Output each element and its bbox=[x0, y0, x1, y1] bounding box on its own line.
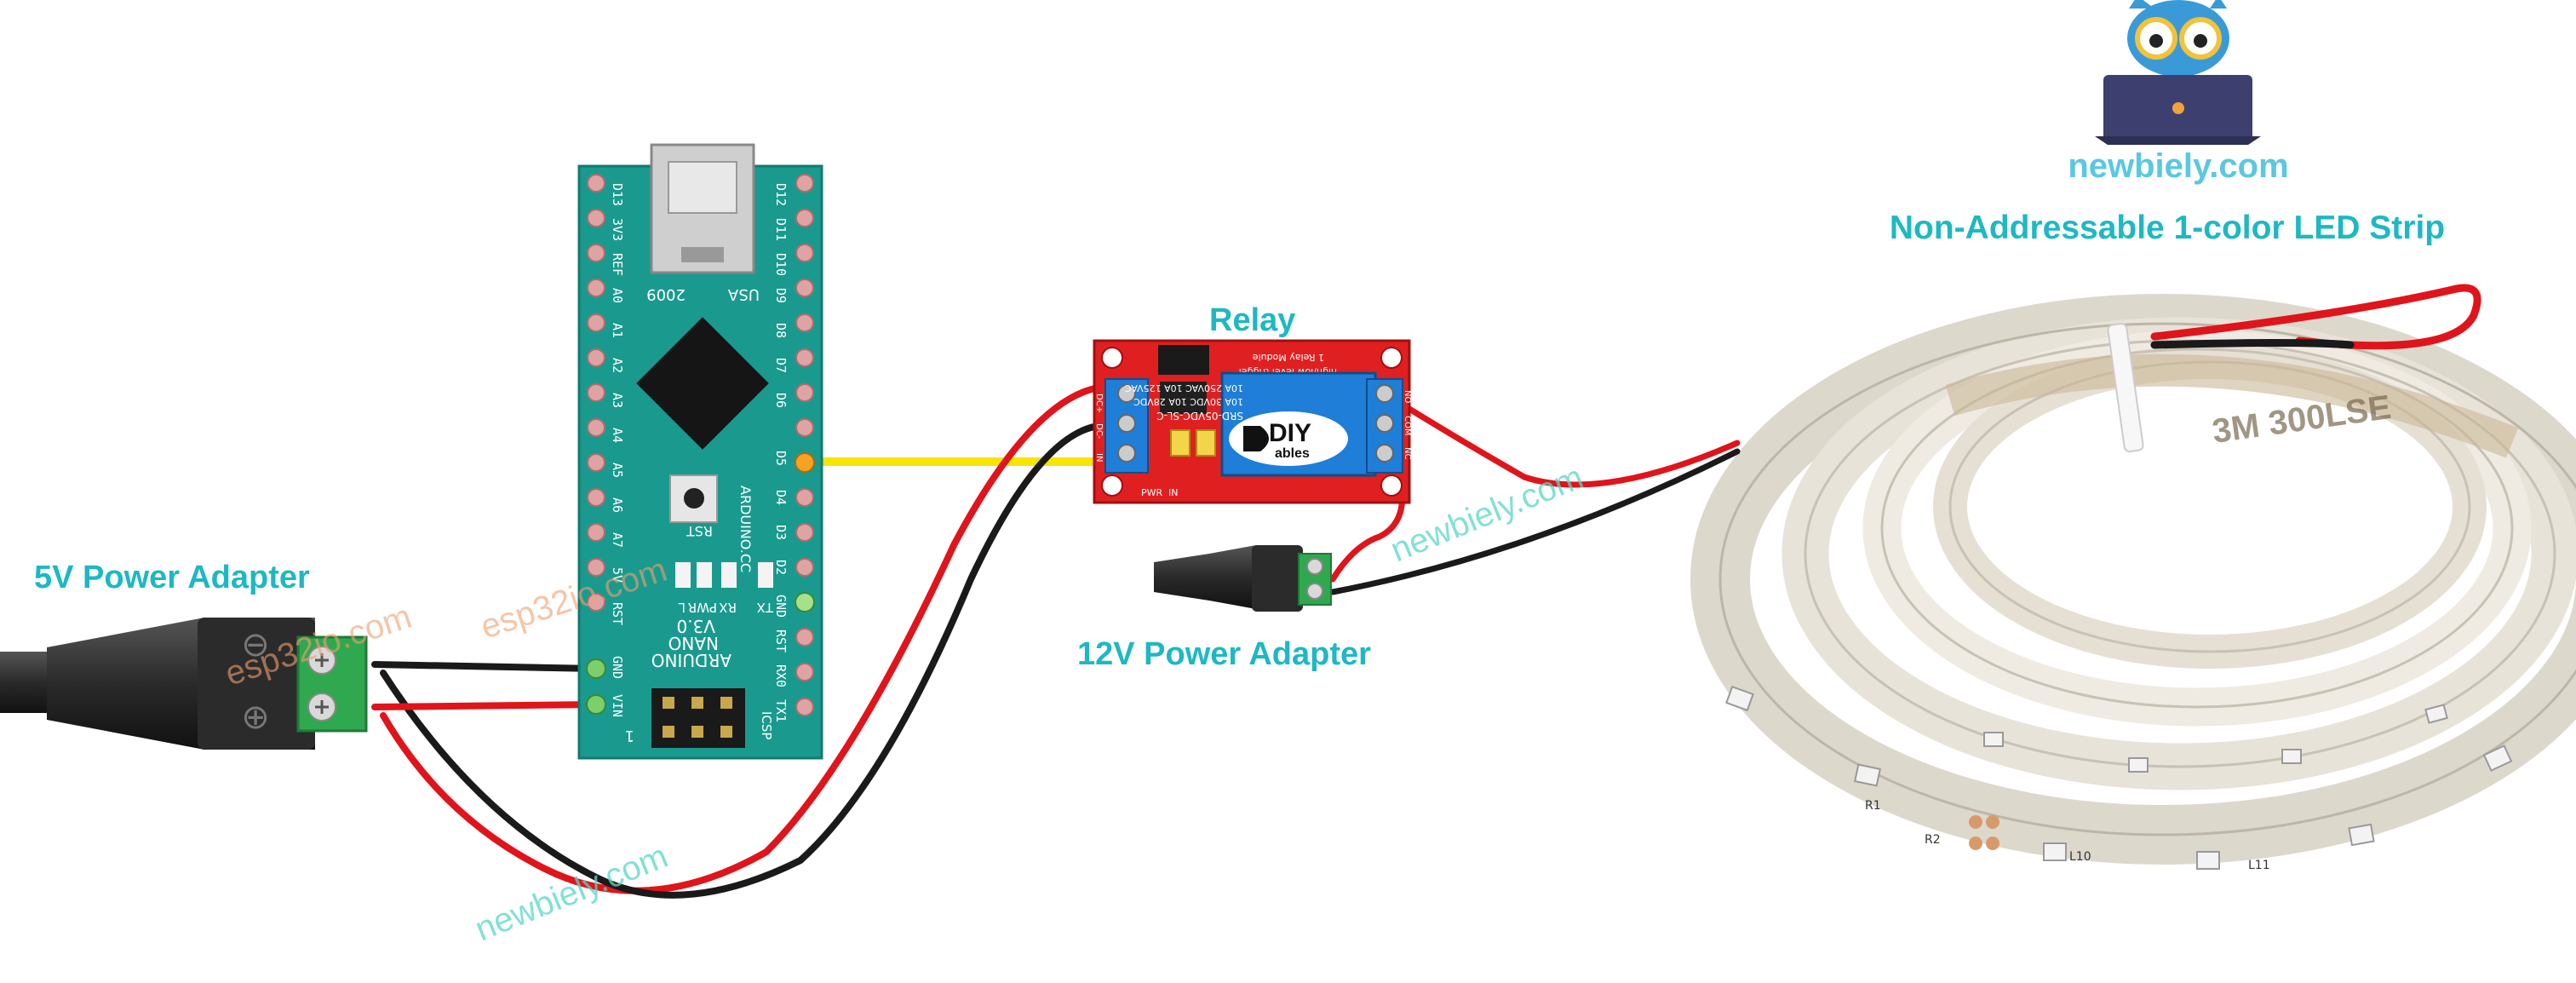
relay-out-no: NO bbox=[1403, 390, 1412, 403]
pin-label-a0: A0 bbox=[610, 288, 625, 303]
arduino-text-rst: RST bbox=[686, 523, 713, 539]
pin-label-a6: A6 bbox=[610, 497, 625, 513]
pin-label-vin: VIN bbox=[610, 694, 625, 717]
label-led-strip: Non-Addressable 1-color LED Strip bbox=[1890, 210, 2445, 246]
power-adapter-12v bbox=[1154, 545, 1332, 612]
label-relay: Relay bbox=[1209, 302, 1295, 338]
adapter-12v-jack bbox=[1154, 545, 1256, 609]
onboard-leds bbox=[675, 562, 773, 588]
pin-label-a5: A5 bbox=[610, 463, 625, 478]
relay-jumper bbox=[1158, 345, 1209, 375]
pin-label-d4: D4 bbox=[773, 490, 789, 505]
pin-label-d8: D8 bbox=[773, 323, 789, 338]
pin-label-a2: A2 bbox=[610, 358, 625, 373]
pin-label-ref: REF bbox=[610, 253, 625, 276]
adapter-5v-cable bbox=[0, 652, 51, 713]
strip-black-lead bbox=[2150, 339, 2355, 349]
arduino-right-pin-labels: D12 D11 D10 D9 D8 D7 D6 D5 D4 D3 D2 GND … bbox=[773, 183, 789, 722]
pin-label-d12: D12 bbox=[773, 183, 789, 206]
strip-label-l10: L10 bbox=[2069, 850, 2091, 864]
arduino-left-pin-labels: D13 3V3 REF A0 A1 A2 A3 A4 A5 A6 A7 5V R… bbox=[610, 183, 625, 717]
strip-label-r2: R2 bbox=[1925, 833, 1941, 847]
adapter-5v-plus-mark: ⊕ bbox=[241, 698, 270, 737]
wire-strip-black bbox=[1329, 448, 1741, 595]
pin-label-rst-right: RST bbox=[773, 629, 789, 652]
arduino-text-cc: ARDUINO.CC bbox=[737, 486, 754, 572]
strip-label-r1: R1 bbox=[1865, 799, 1881, 813]
relay-out-com: COM bbox=[1403, 416, 1412, 435]
pin-label-a7: A7 bbox=[610, 532, 625, 548]
arduino-text-one: 1 bbox=[625, 727, 634, 744]
label-12v-power-adapter: 12V Power Adapter bbox=[1077, 636, 1371, 672]
relay-spec-line-3: SRD-05VDC-SL-C bbox=[1156, 410, 1243, 422]
pin-label-d7: D7 bbox=[773, 358, 789, 373]
arduino-text-version: V3.0 bbox=[677, 616, 716, 636]
relay-spec-line-1: 10A 250VAC 10A 125VAC bbox=[1124, 382, 1243, 394]
pin-label-d2: D2 bbox=[773, 560, 789, 575]
pin-label-a4: A4 bbox=[610, 428, 625, 443]
pin-label-a1: A1 bbox=[610, 323, 625, 338]
copper-pads bbox=[1969, 815, 1999, 850]
arduino-text-nano: NANO bbox=[668, 633, 719, 653]
strip-label-l11: L11 bbox=[2248, 859, 2270, 872]
relay-module-text: 1 Relay Module bbox=[1253, 352, 1324, 363]
pin-label-gnd-right: GND bbox=[773, 595, 789, 618]
relay-module: DC+ DC- IN PWR IN 1 Relay Module high/lo… bbox=[1093, 339, 1412, 504]
strip-red-lead bbox=[2150, 284, 2481, 350]
mcu-chip bbox=[636, 317, 769, 450]
owl-laptop-logo-icon bbox=[2095, 0, 2261, 145]
led-strip: 3M 300LSE R1 R2 L10 L11 bbox=[1690, 294, 2576, 872]
zip-tie bbox=[2107, 322, 2144, 453]
pin-label-d3: D3 bbox=[773, 525, 789, 540]
led-chips bbox=[1725, 685, 2513, 870]
pin-label-5v: 5V bbox=[610, 567, 625, 583]
wire-strip-red bbox=[1406, 405, 1741, 488]
pin-label-d13: D13 bbox=[610, 183, 625, 206]
arduino-led-label-tx: TX bbox=[757, 600, 774, 615]
pin-label-d10: D10 bbox=[773, 253, 789, 276]
arduino-right-pins bbox=[795, 174, 815, 716]
brand-site-name: newbiely.com bbox=[2068, 147, 2288, 185]
pin-label-d11: D11 bbox=[773, 218, 789, 241]
adapter-5v-minus-mark: ⊖ bbox=[241, 625, 270, 664]
pin-label-a3: A3 bbox=[610, 393, 625, 408]
arduino-text-usa: USA bbox=[727, 285, 760, 303]
pin-label-3v3: 3V3 bbox=[610, 218, 625, 241]
relay-pwr-text: PWR bbox=[1141, 487, 1163, 498]
wire-arduino-vin-red bbox=[371, 701, 600, 710]
wire-relay-dcminus-black bbox=[380, 423, 1102, 899]
wire-relay-dcplus-red bbox=[380, 384, 1102, 894]
pin-label-rst-left: RST bbox=[610, 602, 625, 625]
relay-in-text: IN bbox=[1168, 487, 1178, 498]
relay-pin-in: IN bbox=[1094, 453, 1104, 462]
pin-label-rx0: RX0 bbox=[773, 664, 789, 687]
pin-label-d6: D6 bbox=[773, 393, 789, 408]
pin-label-d9: D9 bbox=[773, 288, 789, 303]
relay-out-nc: NC bbox=[1403, 447, 1412, 459]
pin-label-gnd-left: GND bbox=[610, 656, 625, 679]
relay-logo-sub: ables bbox=[1275, 446, 1310, 461]
wires bbox=[371, 284, 2481, 899]
relay-pin-dcplus: DC+ bbox=[1094, 394, 1104, 413]
label-5v-power-adapter: 5V Power Adapter bbox=[34, 560, 310, 595]
arduino-text-2009: 2009 bbox=[646, 285, 686, 303]
arduino-led-label-l: L bbox=[678, 600, 686, 615]
diyables-logo-bg bbox=[1229, 411, 1348, 466]
pin-label-tx1: TX1 bbox=[773, 699, 789, 722]
arduino-led-label-pwr: PWR bbox=[688, 600, 717, 615]
power-adapter-5v: ⊖ ⊕ bbox=[0, 618, 368, 750]
relay-pin-dcminus: DC- bbox=[1094, 423, 1104, 440]
arduino-text-name: ARDUINO bbox=[651, 650, 731, 670]
relay-logo-main: DIY bbox=[1269, 419, 1311, 447]
arduino-left-pins bbox=[586, 174, 606, 715]
wire-arduino-gnd-black bbox=[371, 661, 600, 672]
diyables-logo-mark bbox=[1243, 426, 1269, 451]
pin-label-d5: D5 bbox=[773, 451, 789, 466]
arduino-text-icsp: ICSP bbox=[759, 711, 774, 739]
arduino-led-label-rx: RX bbox=[719, 600, 737, 615]
relay-spec-line-2: 10A 30VDC 10A 28VDC bbox=[1133, 396, 1243, 407]
arduino-nano: 2009 USA RST ARDUINO.CC L PWR RX TX V3.0… bbox=[577, 143, 823, 760]
